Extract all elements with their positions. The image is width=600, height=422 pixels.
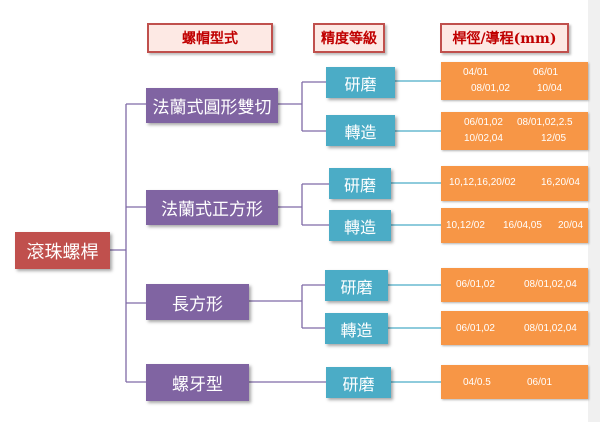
spec-value: 06/01,02	[456, 323, 495, 334]
spec-value: 12/05	[541, 133, 567, 144]
spec-value: 08/01,02,04	[524, 323, 577, 334]
root-node-ball-screw: 滾珠螺桿	[15, 232, 110, 269]
spec-box-6: 06/01,02 08/01,02,04	[441, 311, 588, 345]
spec-box-5: 06/01,02 08/01,02,04	[441, 268, 588, 302]
header-diameter-lead: 桿徑/導程(mm)	[440, 23, 569, 53]
spec-value: 04/01	[463, 67, 489, 78]
grade-node-rolled-1: 轉造	[326, 115, 395, 146]
spec-value: 06/01,02	[456, 279, 495, 290]
spec-box-1: 04/01 06/01 08/01,02 10/04	[441, 62, 588, 100]
grade-node-ground-3: 研磨	[325, 270, 388, 301]
grade-node-ground-4: 研磨	[326, 367, 391, 398]
connector-root-trunk	[110, 103, 146, 383]
spec-value: 10,12/02	[446, 220, 485, 231]
spec-value: 10,12,16,20/02	[449, 177, 516, 188]
page-edge	[588, 0, 600, 422]
spec-value: 08/01,02,2.5	[517, 117, 573, 128]
spec-value: 06/01	[533, 67, 559, 78]
connector-type3	[249, 284, 325, 329]
spec-box-4: 10,12/02 16/04,05 20/04	[441, 208, 588, 243]
spec-box-2: 06/01,02 08/01,02,2.5 10/02,04 12/05	[441, 112, 588, 150]
connector-type2	[278, 183, 329, 226]
type-node-flange-round-double-cut: 法蘭式圓形雙切	[146, 88, 278, 123]
spec-box-3: 10,12,16,20/02 16,20/04	[441, 166, 588, 201]
spec-value: 08/01,02,04	[524, 279, 577, 290]
grade-node-ground-1: 研磨	[326, 67, 395, 98]
spec-value: 10/04	[537, 83, 563, 94]
grade-node-ground-2: 研磨	[329, 168, 391, 199]
spec-value: 04/0.5	[463, 377, 491, 388]
header-nut-type: 螺帽型式	[147, 23, 273, 53]
header-precision-grade: 精度等級	[313, 23, 385, 53]
grade-node-rolled-2: 轉造	[329, 210, 391, 241]
spec-value: 16,20/04	[541, 177, 580, 188]
spec-value: 10/02,04	[464, 133, 503, 144]
type-node-threaded: 螺牙型	[146, 364, 249, 401]
spec-value: 08/01,02	[471, 83, 510, 94]
type-node-rectangular: 長方形	[146, 284, 249, 320]
grade-node-rolled-3: 轉造	[325, 313, 388, 344]
type-node-flange-square: 法蘭式正方形	[146, 190, 278, 225]
spec-value: 06/01,02	[464, 117, 503, 128]
spec-value: 20/04	[558, 220, 584, 231]
spec-box-7: 04/0.5 06/01	[441, 365, 588, 399]
spec-value: 06/01	[527, 377, 553, 388]
spec-value: 16/04,05	[503, 220, 542, 231]
connector-type1	[278, 81, 326, 132]
